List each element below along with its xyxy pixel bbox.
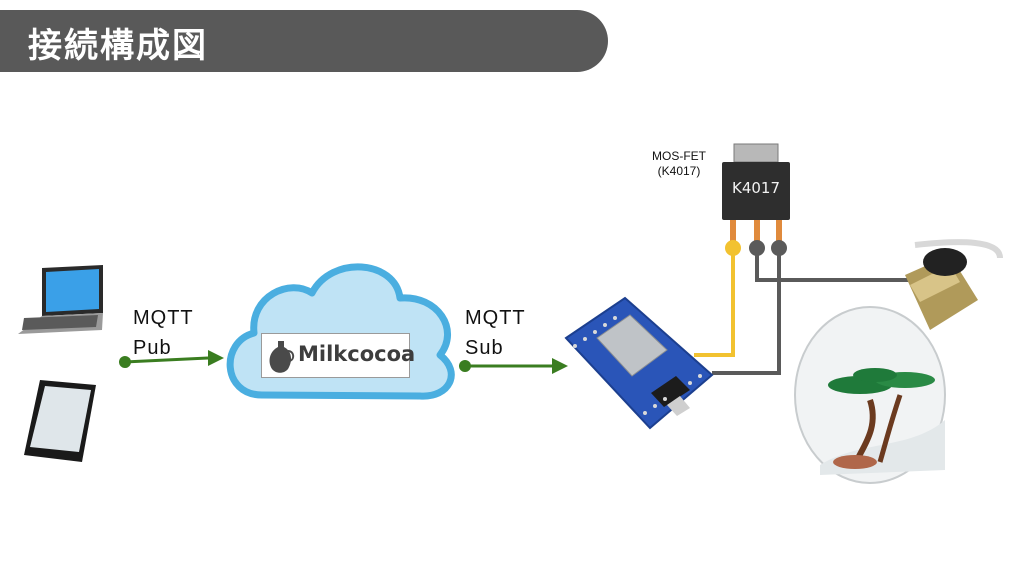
right-mqtt-arrow: [459, 358, 568, 374]
left-protocol-action: Pub: [133, 337, 172, 359]
esp-board-icon: [564, 296, 714, 430]
left-protocol-name: MQTT: [133, 307, 194, 329]
mosfet-label: MOS-FET (K4017): [640, 149, 718, 179]
right-protocol-label: MQTT Sub: [465, 303, 526, 363]
service-name: Milkcocoa: [298, 342, 416, 366]
right-protocol-action: Sub: [465, 337, 504, 359]
mosfet-label-line2: (K4017): [657, 164, 701, 178]
title-bar: 接続構成図: [0, 10, 608, 72]
milk-jug-icon: [269, 341, 295, 373]
left-mqtt-arrow: [119, 350, 224, 368]
milkcocoa-logo: Milkcocoa: [261, 333, 415, 378]
page-title: 接続構成図: [28, 26, 208, 66]
smartphone-icon: [24, 380, 96, 462]
right-protocol-name: MQTT: [465, 307, 526, 329]
mosfet-chip-icon: [722, 143, 790, 256]
laptop-icon: [18, 265, 103, 334]
wires: [694, 248, 930, 375]
left-protocol-label: MQTT Pub: [133, 303, 194, 363]
mosfet-label-line1: MOS-FET: [652, 149, 706, 163]
light-bulb-icon: [794, 239, 1003, 484]
chip-marking: K4017: [731, 179, 780, 197]
